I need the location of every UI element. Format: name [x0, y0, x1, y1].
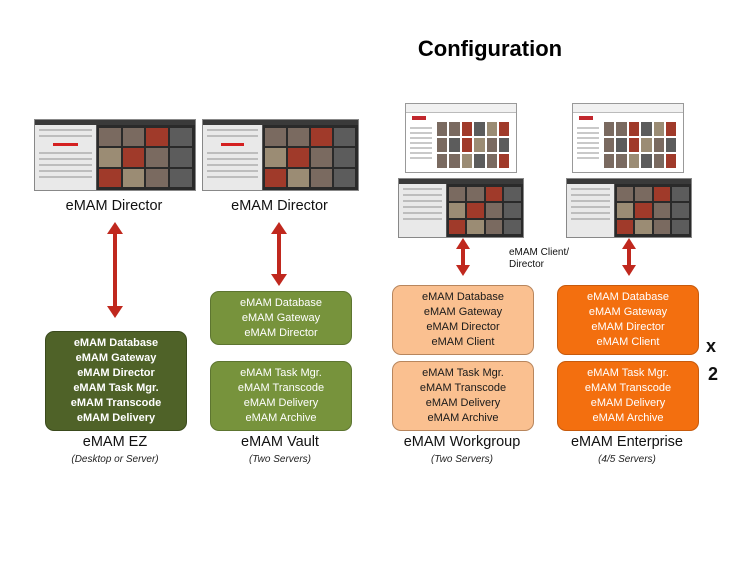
component-label: eMAM Task Mgr.: [240, 367, 322, 379]
component-label: eMAM Director: [426, 321, 500, 333]
component-label: eMAM Gateway: [75, 352, 157, 364]
component-label: eMAM Transcode: [584, 382, 672, 394]
component-label: eMAM Gateway: [241, 311, 321, 324]
enterprise-server-2-box: eMAM Task Mgr. eMAM Transcode eMAM Deliv…: [557, 361, 699, 431]
component-label: eMAM Gateway: [588, 306, 668, 318]
client-screenshot: [405, 103, 517, 173]
component-label: eMAM Database: [422, 291, 504, 303]
component-label: eMAM Task Mgr.: [587, 367, 669, 379]
ez-component-box: eMAM Database eMAM Gateway eMAM Director…: [45, 331, 187, 431]
enterprise-name: eMAM Enterprise: [570, 434, 683, 450]
component-label: eMAM Database: [240, 296, 322, 309]
component-label: eMAM Client: [596, 336, 660, 348]
bidirectional-arrow-icon: [622, 238, 636, 276]
bidirectional-arrow-icon: [456, 238, 470, 276]
bidirectional-arrow-icon: [271, 222, 287, 286]
component-label: eMAM Archive: [592, 412, 664, 424]
director-screenshot: [398, 178, 524, 238]
multiplier-x: x: [706, 336, 717, 356]
ez-subtitle: (Desktop or Server): [71, 454, 159, 465]
workgroup-server-1-box: eMAM Database eMAM Gateway eMAM Director…: [392, 285, 534, 355]
vault-name: eMAM Vault: [241, 434, 319, 450]
component-label: eMAM Delivery: [76, 412, 156, 424]
component-label: eMAM Transcode: [419, 382, 507, 394]
component-label: eMAM Director: [77, 367, 155, 379]
ez-name: eMAM EZ: [82, 434, 148, 450]
component-label: eMAM Delivery: [425, 397, 501, 409]
client-screenshot: [572, 103, 684, 173]
workgroup-subtitle: (Two Servers): [430, 454, 494, 465]
workgroup-name: eMAM Workgroup: [403, 434, 521, 450]
enterprise-subtitle: (4/5 Servers): [598, 454, 656, 465]
director-label: eMAM Director: [65, 198, 163, 214]
component-label: eMAM Delivery: [590, 397, 666, 409]
director-screenshot: [566, 178, 692, 238]
vault-server-1-box: eMAM Database eMAM Gateway eMAM Director: [210, 291, 352, 345]
component-label: eMAM Database: [73, 337, 159, 349]
component-label: eMAM Delivery: [243, 397, 319, 409]
component-label: eMAM Gateway: [423, 306, 503, 318]
director-screenshot: [202, 119, 359, 191]
component-label: eMAM Archive: [245, 412, 317, 424]
component-label: eMAM Archive: [427, 412, 499, 424]
client-director-label: eMAM Client/ Director: [509, 247, 570, 270]
component-label: eMAM Transcode: [237, 382, 325, 394]
bidirectional-arrow-icon: [107, 222, 123, 318]
component-label: eMAM Database: [587, 291, 669, 303]
director-label: eMAM Director: [231, 198, 328, 214]
component-label: eMAM Director: [244, 326, 318, 339]
multiplier-count: 2: [708, 364, 719, 384]
enterprise-server-1-box: eMAM Database eMAM Gateway eMAM Director…: [557, 285, 699, 355]
vault-server-2-box: eMAM Task Mgr. eMAM Transcode eMAM Deliv…: [210, 361, 352, 431]
workgroup-server-2-box: eMAM Task Mgr. eMAM Transcode eMAM Deliv…: [392, 361, 534, 431]
component-label: eMAM Task Mgr.: [422, 367, 504, 379]
component-label: eMAM Director: [591, 321, 665, 333]
vault-subtitle: (Two Servers): [248, 454, 312, 465]
component-label: eMAM Task Mgr.: [73, 382, 159, 394]
director-screenshot: [34, 119, 196, 191]
component-label: eMAM Client: [431, 336, 495, 348]
page-title: Configuration: [417, 36, 563, 61]
component-label: eMAM Transcode: [70, 397, 162, 409]
